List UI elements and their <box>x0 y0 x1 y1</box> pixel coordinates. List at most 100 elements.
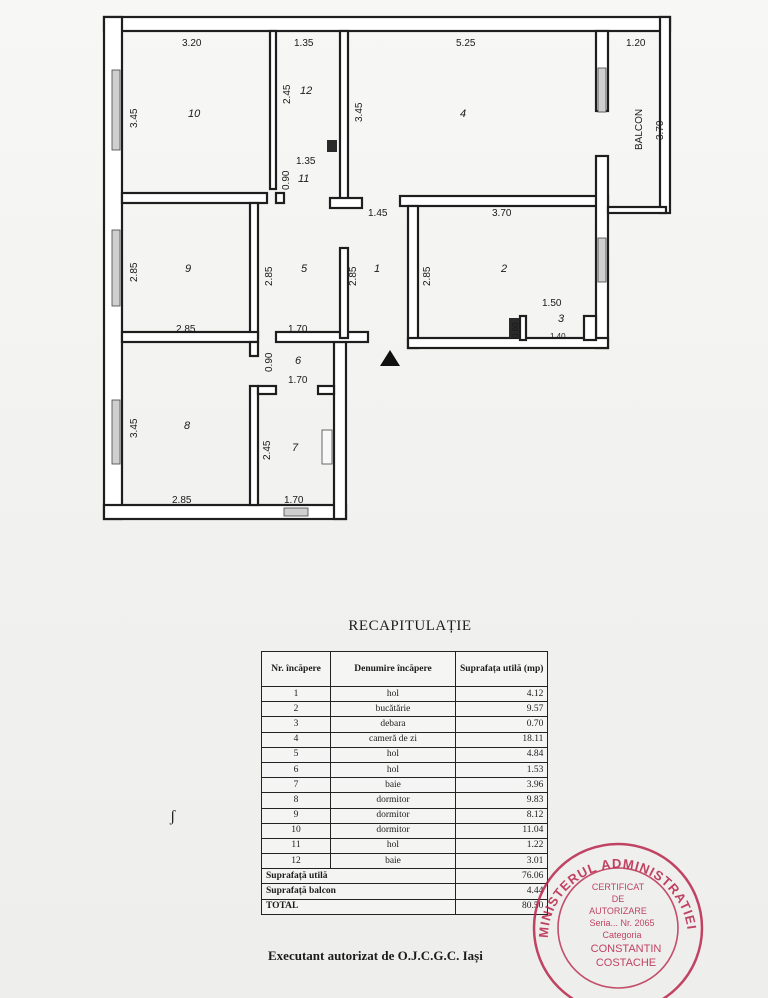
col-header-nr: Nr. încăpere <box>261 651 331 687</box>
executant-line: Executant autorizat de O.J.C.G.C. Iași <box>268 948 483 963</box>
room-label-8: 8 <box>184 420 191 432</box>
dim-120: 1.20 <box>626 38 646 49</box>
col-header-area: Suprafața utilă (mp) <box>454 651 549 687</box>
wall-10-12 <box>268 29 278 191</box>
window-9 <box>111 229 121 307</box>
cell-name: dormitor <box>330 822 456 839</box>
wall-under-9 <box>120 330 260 344</box>
dim-090-r6: 0.90 <box>264 352 275 372</box>
cell-name: cameră de zi <box>330 731 456 748</box>
cell-nr: 1 <box>261 685 331 703</box>
wall-stub-4a <box>328 196 364 210</box>
dim-345-r10: 3.45 <box>129 108 140 128</box>
cell-name: hol <box>330 761 456 779</box>
cell-name: baie <box>330 853 456 870</box>
wall-closet-r <box>582 314 598 342</box>
cell-nr: 9 <box>261 807 331 824</box>
windows <box>111 67 607 517</box>
stamp-line-3: AUTORIZARE <box>589 906 647 916</box>
summary-value: 80.50 <box>454 898 549 915</box>
cell-area: 9.57 <box>454 701 549 718</box>
bath-fixture-7 <box>321 429 333 465</box>
wall-under-4 <box>398 194 610 208</box>
dim-285-r5: 2.85 <box>264 266 275 286</box>
cell-nr: 6 <box>261 761 331 779</box>
dimensions: 3.20 1.35 5.25 1.20 3.45 2.45 3.45 3.70 … <box>129 38 666 506</box>
walls <box>102 15 672 521</box>
wall-8-7 <box>248 384 260 507</box>
dim-140: 1.40 <box>550 332 566 341</box>
cell-name: bucătărie <box>330 701 456 718</box>
wall-top <box>102 15 672 33</box>
dim-170-r6: 1.70 <box>288 375 308 386</box>
cell-name: debara <box>330 716 456 733</box>
stamp-name-1: CONSTANTIN <box>591 943 662 955</box>
dim-170-bottom7: 1.70 <box>284 495 304 506</box>
balcony-label: BALCON <box>634 109 645 150</box>
window-8 <box>111 399 121 465</box>
room-label-12: 12 <box>300 85 312 97</box>
wall-balcony-outer <box>658 15 672 215</box>
cell-name: hol <box>330 837 456 855</box>
table-header-row: Nr. încăpere Denumire încăpere Suprafața… <box>261 651 549 687</box>
stamp-name-2: COSTACHE <box>596 957 656 969</box>
dim-285-bottom8: 2.85 <box>172 495 192 506</box>
floor-plan: 3.20 1.35 5.25 1.20 3.45 2.45 3.45 3.70 … <box>102 15 672 521</box>
cell-nr: 11 <box>261 837 331 855</box>
wall-closet <box>518 314 528 342</box>
cell-nr: 2 <box>261 701 331 718</box>
dim-170-bottom5: 1.70 <box>288 324 308 335</box>
wall-stub-6 <box>248 340 260 358</box>
cell-name: hol <box>330 685 456 703</box>
cell-area: 4.84 <box>454 746 549 763</box>
cell-area: 18.11 <box>454 731 549 748</box>
wall-stub-7b <box>316 384 336 396</box>
room-label-9: 9 <box>185 263 191 275</box>
wall-stub-11 <box>274 191 286 205</box>
dim-135-r11: 1.35 <box>296 156 316 167</box>
cell-nr: 7 <box>261 777 331 794</box>
cell-name: dormitor <box>330 792 456 809</box>
wall-bottom-2 <box>406 336 610 350</box>
room-label-7: 7 <box>292 442 299 454</box>
recap-title: RECAPITULAȚIE <box>348 618 472 634</box>
wall-under-10 <box>120 191 269 205</box>
col-header-name: Denumire încăpere <box>330 651 456 687</box>
room-label-11: 11 <box>298 173 309 185</box>
wall-12-4 <box>338 29 350 208</box>
shaft-12 <box>327 140 337 152</box>
summary-label: Suprafață utilă <box>261 868 456 885</box>
stamp-inner-ring <box>557 867 679 989</box>
room-label-6: 6 <box>295 355 302 367</box>
wall-left-2 <box>406 204 420 350</box>
dim-345-r4: 3.45 <box>354 102 365 122</box>
window-10 <box>111 69 121 151</box>
wall-right-lower <box>332 340 348 521</box>
cell-area: 3.96 <box>454 777 549 794</box>
cell-area: 0.70 <box>454 716 549 733</box>
stamp-line-2: DE <box>612 894 625 904</box>
wall-bottom <box>102 503 348 521</box>
dim-145: 1.45 <box>368 208 388 219</box>
wall-balcony-bottom <box>606 205 668 215</box>
dim-370-balcon: 3.70 <box>655 120 666 140</box>
cell-nr: 12 <box>261 853 331 870</box>
room-label-4: 4 <box>460 108 466 120</box>
cell-nr: 5 <box>261 746 331 763</box>
wall-9-5 <box>248 201 260 340</box>
pen-mark: ʃ <box>170 808 176 825</box>
cell-name: dormitor <box>330 807 456 824</box>
dim-090-r11: 0.90 <box>281 170 292 190</box>
